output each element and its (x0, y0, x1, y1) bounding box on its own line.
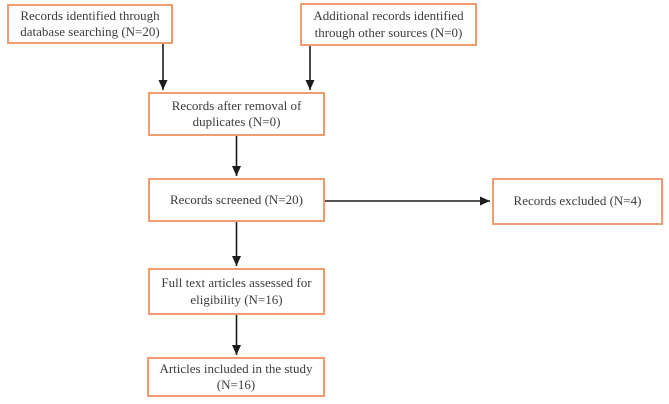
box-records-excluded: Records excluded (N=4) (492, 178, 663, 225)
box-label-line: Full text articles assessed for (161, 275, 312, 291)
box-label-line: duplicates (N=0) (192, 114, 281, 129)
box-label-line: Records identified through (20, 7, 160, 23)
box-duplicates-removed: Records after removal of duplicates (N=0… (148, 92, 325, 136)
box-label-line: Additional records identified (313, 8, 464, 24)
box-records-screened: Records screened (N=20) (148, 178, 325, 222)
box-fulltext-assessed: Full text articles assessed for eligibil… (148, 268, 325, 315)
box-label-line: Records screened (N=20) (170, 191, 303, 207)
box-label-line: Records after removal of (171, 97, 302, 113)
box-additional-records: Additional records identified through ot… (300, 3, 477, 46)
box-records-identified: Records identified through database sear… (7, 4, 173, 44)
box-label-line: Articles included in the study (159, 360, 313, 376)
box-articles-included: Articles included in the study (N=16) (147, 357, 325, 397)
box-label-line: through other sources (N=0) (314, 24, 463, 40)
box-label-line: database searching (N=20) (20, 24, 160, 39)
box-label-line: (N=16) (216, 377, 256, 392)
box-label-line: Records excluded (N=4) (513, 193, 642, 209)
box-label-line: eligibility (N=16) (190, 291, 283, 307)
